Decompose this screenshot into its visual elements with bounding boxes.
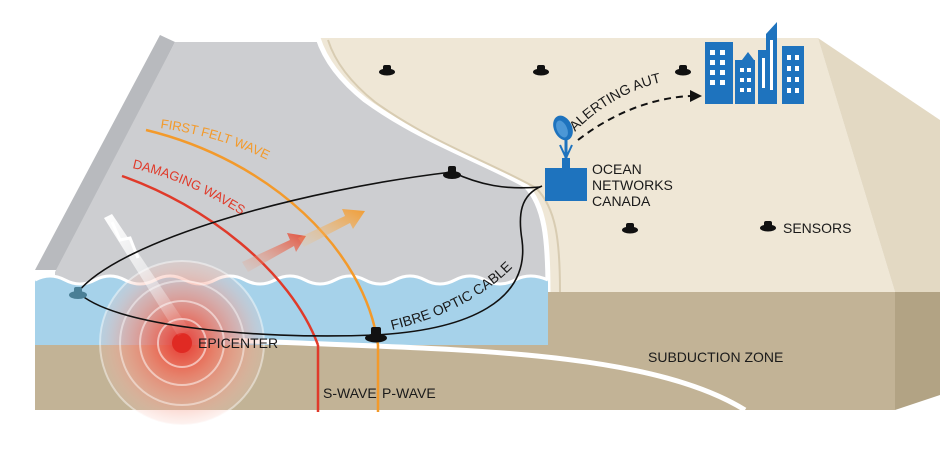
satellite-dish-building-icon xyxy=(545,115,587,201)
subduction-zone-label: SUBDUCTION ZONE xyxy=(648,349,783,365)
alert-arrowhead xyxy=(690,90,702,102)
crust-side xyxy=(895,292,940,410)
seafloor-sensor-icon xyxy=(69,287,87,299)
p-wave-label: P-WAVE xyxy=(382,385,436,401)
sea-floor xyxy=(55,42,548,290)
seafloor-sensor-icon xyxy=(365,327,387,343)
first-felt-wave-arrow xyxy=(298,209,365,247)
land-right-face xyxy=(818,38,940,292)
rupture-streak xyxy=(104,214,190,336)
seafloor-sensor-icon xyxy=(443,166,461,179)
sensor-cable-upper xyxy=(77,171,453,293)
land-sensor-icon xyxy=(533,65,549,76)
left-slope-face xyxy=(35,35,175,270)
ocean-networks-label-line2: NETWORKS xyxy=(592,177,673,193)
rupture-zigzag xyxy=(110,221,140,259)
land-sensor-icon xyxy=(379,65,395,76)
epicenter-label: EPICENTER xyxy=(198,335,278,351)
s-wave-label: S-WAVE xyxy=(323,385,377,401)
p-wave-arc xyxy=(145,128,380,346)
city-skyline-icon xyxy=(705,22,804,104)
land-sensor-icon xyxy=(675,65,691,76)
coastline-edge xyxy=(327,39,561,293)
damaging-wave-arrow xyxy=(242,233,306,272)
alert-path-arrow xyxy=(577,95,691,141)
ocean-networks-label-line1: OCEAN xyxy=(592,161,642,177)
subduction-slab xyxy=(229,337,747,413)
coastline xyxy=(315,37,551,293)
ocean-networks-label-line3: CANADA xyxy=(592,193,651,209)
s-wave-arc xyxy=(121,174,320,346)
wave-surface-line xyxy=(34,274,549,286)
epicenter-target-icon xyxy=(99,260,265,426)
sensors-label: SENSORS xyxy=(783,220,851,236)
land-sensor-icon xyxy=(622,223,638,234)
fibre-optic-cable xyxy=(77,185,543,337)
land-sensor-icon xyxy=(760,221,776,232)
